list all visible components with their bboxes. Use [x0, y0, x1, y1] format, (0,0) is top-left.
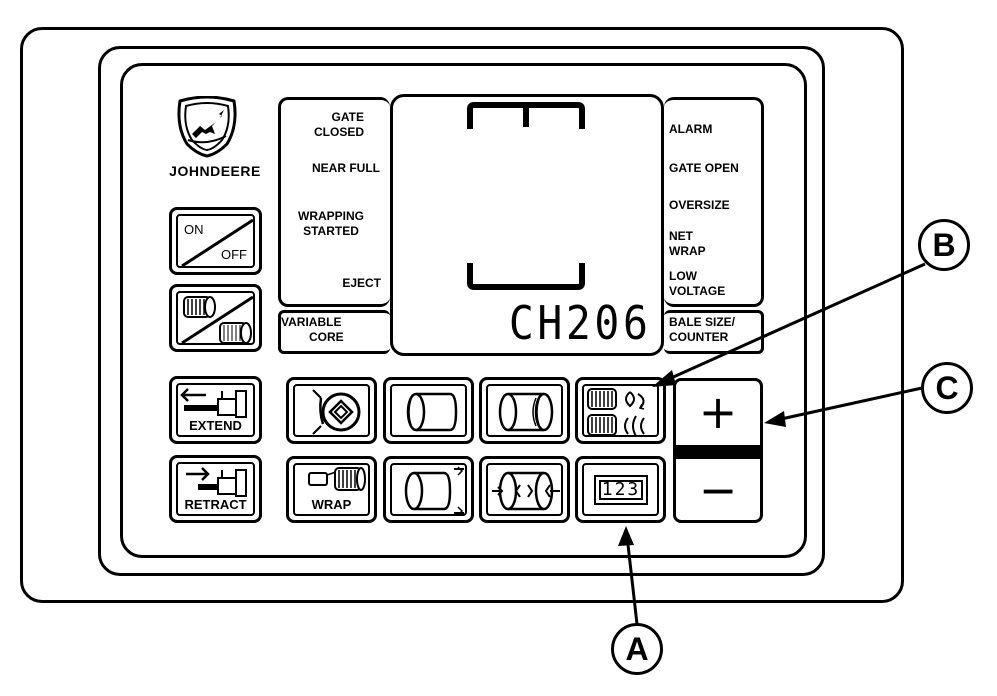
plus-icon: +: [698, 385, 738, 439]
counter-digits: 123: [601, 479, 641, 500]
lcd-readout: CH206: [508, 296, 651, 350]
variable-core-button[interactable]: [169, 284, 262, 352]
label-alarm: ALARM: [669, 122, 713, 136]
callout-c: C: [921, 362, 973, 414]
retract-label: RETRACT: [184, 497, 247, 512]
rocker-divider: [676, 445, 760, 459]
minus-button[interactable]: −: [676, 459, 760, 520]
label-eject: EJECT: [342, 276, 381, 290]
bale-shape-icon: [486, 463, 563, 516]
brand-name-deere: DEERE: [210, 163, 261, 179]
net-wrap-icon: [582, 384, 659, 437]
bale-chamber-graphic: [467, 102, 585, 290]
retract-button[interactable]: RETRACT: [169, 455, 262, 523]
counter-icon: 123: [582, 463, 659, 516]
off-label: OFF: [221, 247, 247, 262]
extend-button[interactable]: EXTEND: [169, 376, 262, 444]
bale-roll-icon: [390, 384, 467, 437]
net-wrap-button[interactable]: [575, 377, 666, 444]
extend-label: EXTEND: [189, 418, 242, 433]
retract-icon: RETRACT: [176, 462, 255, 516]
variable-core-icon: [176, 291, 255, 345]
brand-name: JOHNDEERE: [160, 163, 270, 179]
wrap-label: WRAP: [311, 497, 352, 512]
wrap-icon: WRAP: [293, 463, 370, 516]
extend-icon: EXTEND: [176, 383, 255, 437]
label-oversize: OVERSIZE: [669, 198, 730, 212]
on-off-switch-icon: ON OFF: [176, 214, 255, 268]
wrap-button[interactable]: WRAP: [286, 456, 377, 523]
counter-button[interactable]: 123: [575, 456, 666, 523]
minus-icon: −: [698, 463, 738, 517]
bale-size-button[interactable]: [383, 456, 474, 523]
label-near-full: NEAR FULL: [312, 161, 380, 175]
bale-roll-button[interactable]: [383, 377, 474, 444]
callout-b: B: [918, 219, 970, 271]
bale-roll-wide-icon: [486, 384, 563, 437]
john-deere-logo: [172, 95, 242, 158]
plus-button[interactable]: +: [676, 381, 760, 443]
bale-size-icon: [390, 463, 467, 516]
bale-eject-icon: [293, 384, 370, 437]
bale-eject-button[interactable]: [286, 377, 377, 444]
bale-shape-button[interactable]: [479, 456, 570, 523]
variable-core-panel: [278, 310, 390, 354]
brand-name-john: JOHN: [169, 163, 211, 179]
lcd-display: CH206: [390, 94, 664, 356]
label-bale-size-counter: BALE SIZE/COUNTER: [669, 315, 736, 344]
bale-roll-wide-button[interactable]: [479, 377, 570, 444]
plus-minus-rocker: + −: [673, 378, 763, 523]
label-gate-open: GATE OPEN: [669, 161, 739, 175]
callout-a: A: [611, 623, 663, 675]
on-off-button[interactable]: ON OFF: [169, 207, 262, 275]
left-label-panel: [278, 97, 390, 307]
on-label: ON: [184, 222, 204, 237]
